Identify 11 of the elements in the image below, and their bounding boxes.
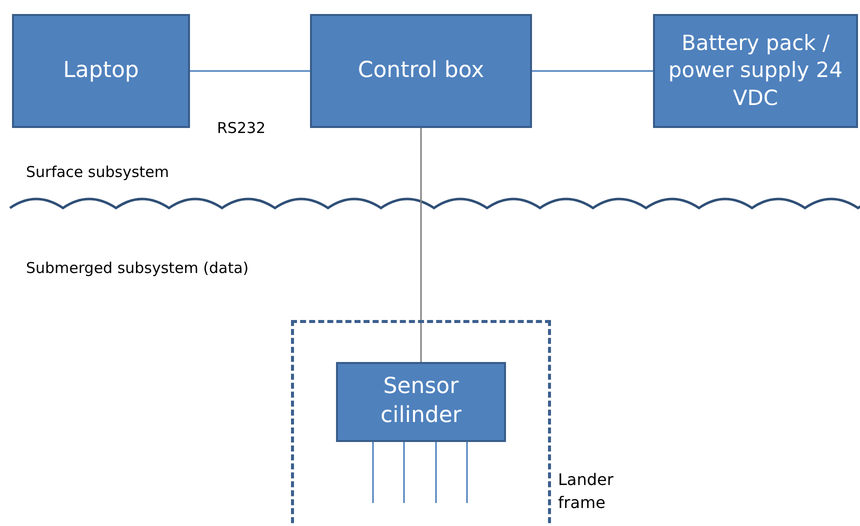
process-box: Sensor cilinder <box>336 362 506 442</box>
process-box: Laptop <box>12 14 190 128</box>
process-box: Battery pack / power supply 24 VDC <box>653 14 858 128</box>
frame-label: Lander frame <box>558 469 614 514</box>
process-box: Control box <box>310 14 532 128</box>
text-label: Surface subsystem <box>26 163 169 181</box>
connector-line <box>532 70 653 72</box>
connector-line <box>190 70 310 72</box>
connector-line <box>420 128 422 362</box>
text-label: Submerged subsystem (data) <box>26 259 249 277</box>
text-label: RS232 <box>217 119 266 137</box>
